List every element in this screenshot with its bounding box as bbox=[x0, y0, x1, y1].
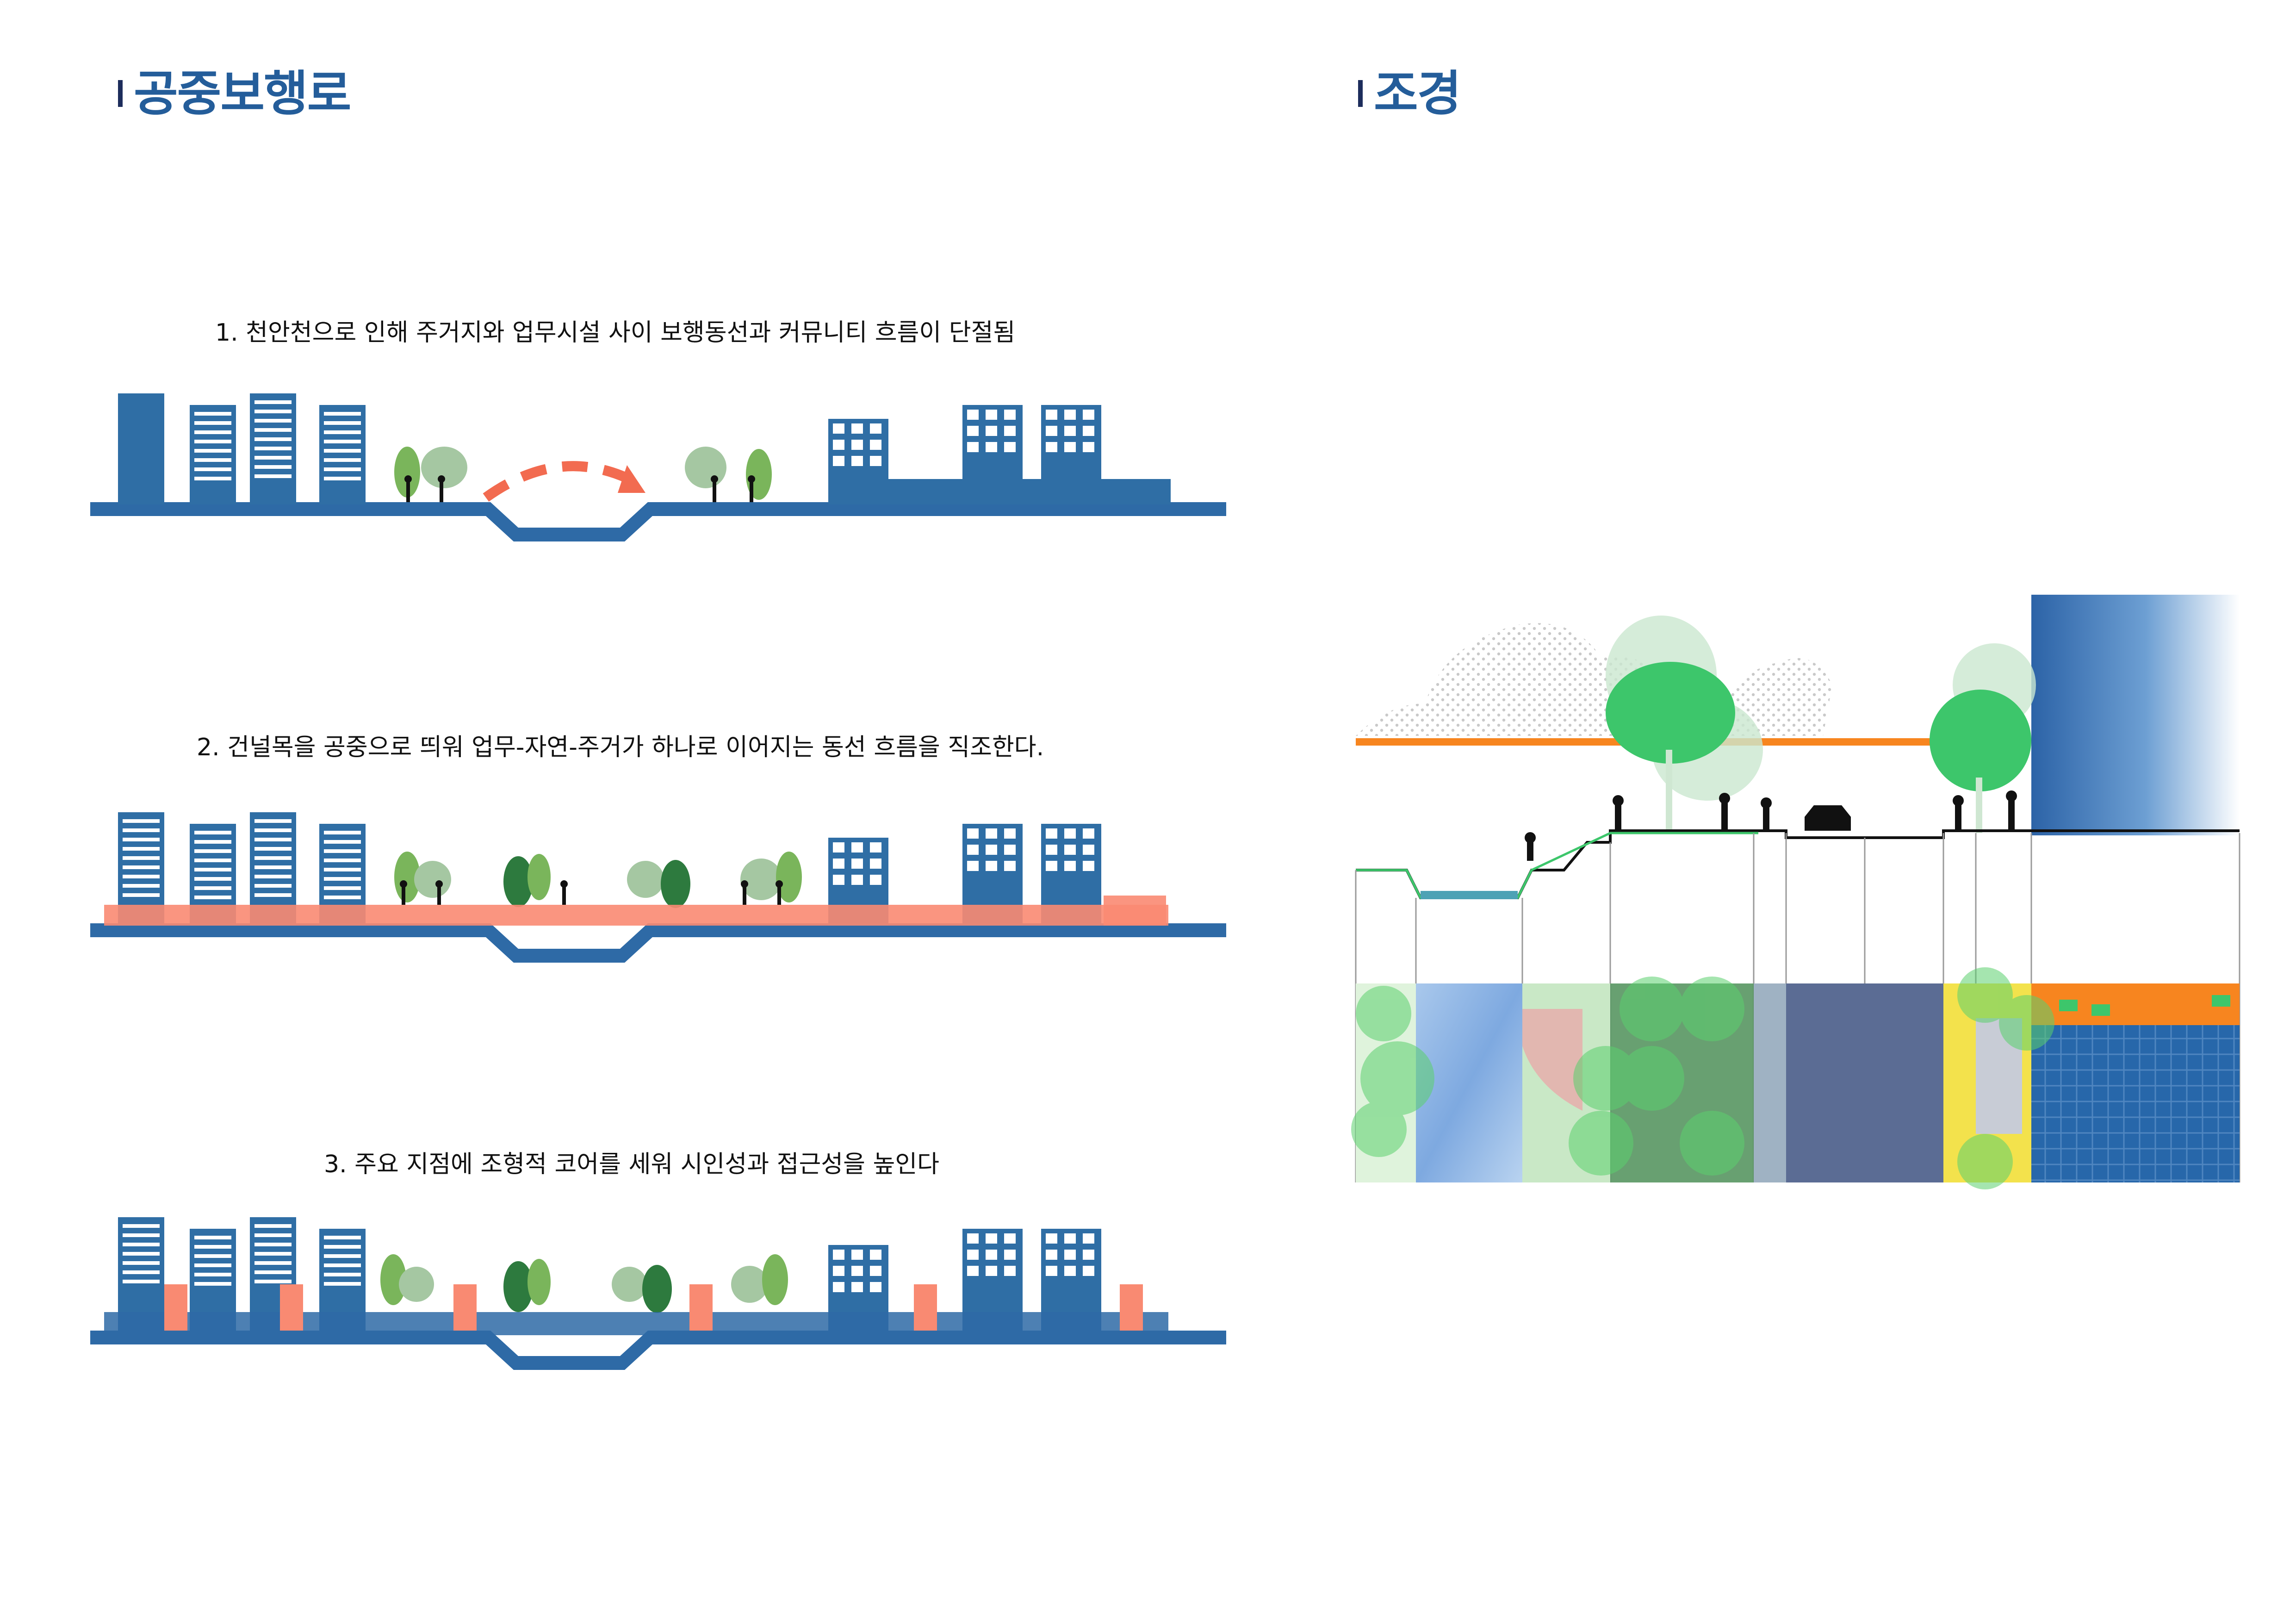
plan-canopies bbox=[1351, 967, 2054, 1189]
core bbox=[280, 1284, 303, 1331]
office-buildings bbox=[828, 405, 1171, 504]
step-3-diagram bbox=[90, 1217, 1226, 1370]
landscape-section bbox=[1351, 595, 2240, 1189]
vertical-cores bbox=[164, 1284, 1143, 1331]
gradient-tower bbox=[2031, 595, 2240, 835]
section-ground bbox=[1356, 829, 2240, 899]
ground-line bbox=[90, 1331, 1226, 1370]
heading-skywalk-text: 공중보행로 bbox=[134, 65, 351, 122]
arrow-head bbox=[618, 465, 645, 493]
green-edge bbox=[1356, 832, 1758, 899]
disconnection-arrow bbox=[483, 461, 636, 502]
heading-marker bbox=[118, 80, 123, 107]
core bbox=[453, 1284, 477, 1331]
landscape-trees bbox=[1606, 616, 2036, 833]
sky-walkway bbox=[104, 905, 1168, 926]
trees-group bbox=[394, 447, 772, 502]
trees-group bbox=[380, 1254, 788, 1313]
sky-walkway bbox=[104, 1312, 1168, 1335]
water-channel bbox=[1421, 891, 1518, 899]
residential-tower bbox=[118, 393, 164, 504]
car-icon bbox=[1805, 805, 1851, 831]
heading-landscape-text: 조경 bbox=[1374, 65, 1461, 122]
plan-road bbox=[1865, 983, 1943, 1182]
plan-road bbox=[1786, 983, 1865, 1182]
sky-walkway-end bbox=[1104, 896, 1166, 926]
people-group bbox=[1525, 790, 2017, 861]
step-2-caption: 2. 건널목을 공중으로 띄워 업무-자연-주거가 하나로 이어지는 동선 흐름… bbox=[197, 734, 1044, 761]
step-1-diagram bbox=[90, 393, 1226, 541]
core bbox=[164, 1284, 187, 1331]
trees-group bbox=[394, 852, 802, 908]
ground-line bbox=[90, 923, 1226, 963]
dotted-cloud bbox=[1356, 623, 1666, 736]
heading-landscape: 조경 bbox=[1358, 65, 1461, 122]
plan-strip bbox=[1356, 983, 2240, 1182]
core bbox=[689, 1284, 713, 1331]
ground-line bbox=[90, 502, 1226, 541]
step-3-caption: 3. 주요 지점에 조형적 코어를 세워 시인성과 접근성을 높인다 bbox=[324, 1151, 940, 1178]
core bbox=[1120, 1284, 1143, 1331]
heading-skywalk: 공중보행로 bbox=[118, 65, 351, 122]
heading-marker bbox=[1358, 80, 1363, 107]
step-2-diagram bbox=[90, 812, 1226, 963]
core bbox=[914, 1284, 937, 1331]
step-1-caption: 1. 천안천으로 인해 주거지와 업무시설 사이 보행동선과 커뮤니티 흐름이 … bbox=[215, 319, 1016, 347]
